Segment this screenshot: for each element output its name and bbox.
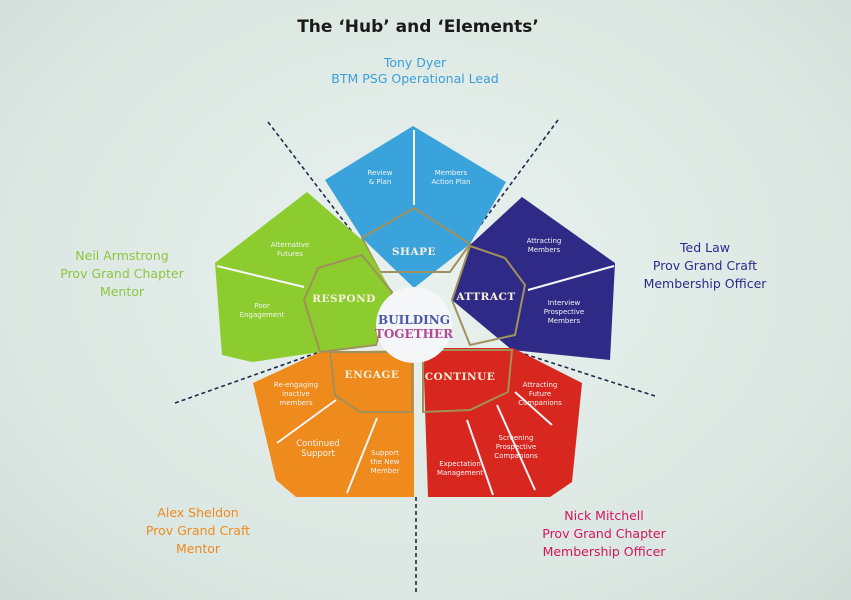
person-role: Prov Grand Craft: [146, 523, 250, 538]
element-respond: [215, 192, 394, 362]
person-role: Mentor: [100, 284, 145, 299]
person-role: Prov Grand Chapter: [60, 266, 184, 281]
person-role: Prov Grand Craft: [653, 258, 757, 273]
person-right: Ted Law Prov Grand Craft Membership Offi…: [644, 240, 768, 291]
element-label-attract: ATTRACT: [455, 291, 515, 303]
person-name: Neil Armstrong: [75, 248, 168, 263]
person-bottom-right: Nick Mitchell Prov Grand Chapter Members…: [542, 508, 666, 559]
element-label-shape: SHAPE: [392, 246, 436, 258]
element-continue: [422, 348, 582, 497]
person-role: Prov Grand Chapter: [542, 526, 666, 541]
person-name: Ted Law: [679, 240, 730, 255]
dashed-dividers: [174, 119, 656, 595]
hub-line-1: BUILDING: [378, 313, 450, 327]
element-engage: [253, 350, 414, 497]
element-label-respond: RESPOND: [312, 293, 376, 305]
person-role: Membership Officer: [543, 544, 667, 559]
hub-line-2: TOGETHER: [375, 327, 454, 341]
person-name: Tony Dyer: [383, 55, 447, 70]
person-name: Nick Mitchell: [564, 508, 644, 523]
element-label-engage: ENGAGE: [345, 369, 400, 381]
element-label-continue: CONTINUE: [425, 371, 496, 383]
person-role: BTM PSG Operational Lead: [331, 71, 498, 86]
person-role: Membership Officer: [644, 276, 768, 291]
person-top: Tony Dyer BTM PSG Operational Lead: [331, 55, 498, 86]
person-name: Alex Sheldon: [157, 505, 238, 520]
sub-item: Review& Plan: [368, 169, 393, 186]
person-bottom-left: Alex Sheldon Prov Grand Craft Mentor: [146, 505, 250, 556]
element-attract: [450, 197, 615, 360]
slide-title: The ‘Hub’ and ‘Elements’: [297, 17, 539, 37]
person-left: Neil Armstrong Prov Grand Chapter Mentor: [60, 248, 184, 299]
hub-building-together: BUILDING TOGETHER: [375, 287, 454, 363]
person-role: Mentor: [176, 541, 221, 556]
